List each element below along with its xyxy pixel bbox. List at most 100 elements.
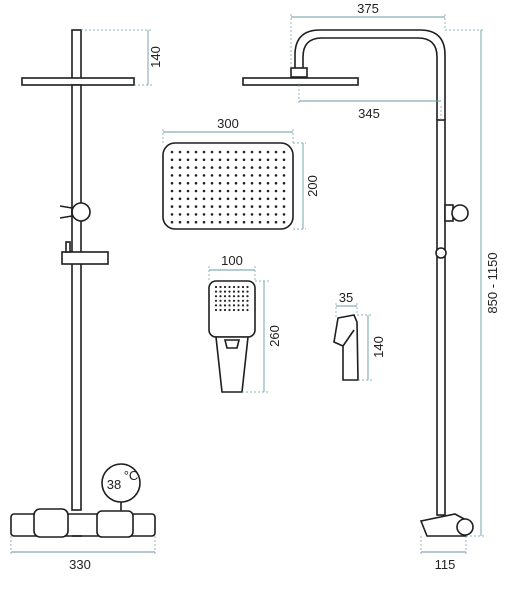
nozzle-dot bbox=[186, 174, 190, 177]
hand-shower-button bbox=[223, 339, 241, 349]
nozzle-dot bbox=[246, 308, 249, 312]
nozzle-dot bbox=[170, 158, 174, 162]
nozzle-dot bbox=[194, 220, 198, 224]
nozzle-dot bbox=[282, 158, 286, 162]
nozzle-dot bbox=[232, 299, 236, 302]
nozzle-dot bbox=[274, 197, 278, 201]
nozzle-dot bbox=[246, 285, 249, 289]
overhead-head-edge bbox=[21, 77, 135, 86]
bracket-edge bbox=[342, 329, 355, 347]
nozzle-dot bbox=[223, 290, 227, 293]
nozzle-dot bbox=[237, 285, 240, 289]
nozzle-dot bbox=[250, 181, 254, 185]
nozzle-dot bbox=[218, 158, 222, 162]
nozzle-dot bbox=[250, 150, 254, 154]
nozzle-dot bbox=[242, 150, 246, 154]
nozzle-dot bbox=[282, 197, 286, 201]
nozzle-dot bbox=[266, 174, 270, 177]
nozzle-dot bbox=[178, 189, 182, 193]
nozzle-dot bbox=[178, 205, 182, 208]
nozzle-dot bbox=[210, 213, 214, 216]
nozzle-dot bbox=[226, 150, 230, 154]
nozzle-dot bbox=[242, 174, 246, 177]
nozzle-dot bbox=[226, 213, 230, 216]
riser-rod bbox=[71, 84, 82, 511]
nozzle-dot bbox=[178, 197, 182, 201]
nozzle-dot bbox=[258, 189, 262, 193]
nozzle-dot bbox=[218, 174, 222, 177]
holder-bracket-view: 35 140 bbox=[333, 290, 386, 381]
nozzle-dot bbox=[170, 174, 174, 177]
head-connector bbox=[290, 67, 308, 78]
hand-shower-view: 100 260 bbox=[208, 253, 282, 393]
nozzle-dot bbox=[214, 308, 218, 312]
nozzle-dot bbox=[170, 150, 174, 154]
nozzle-dot bbox=[237, 308, 240, 312]
nozzle-dot bbox=[219, 299, 222, 302]
nozzle-dot bbox=[194, 189, 198, 193]
nozzle-dot bbox=[241, 308, 245, 312]
nozzle-dot bbox=[282, 205, 286, 208]
dim-label-arm-reach: 375 bbox=[357, 1, 379, 16]
nozzle-dot bbox=[234, 189, 238, 193]
nozzle-dot bbox=[214, 295, 218, 298]
nozzle-dot bbox=[186, 189, 190, 193]
nozzle-dot bbox=[250, 205, 254, 208]
slide-holder-front bbox=[435, 247, 447, 259]
nozzle-dot bbox=[202, 220, 206, 224]
nozzle-dot bbox=[274, 158, 278, 162]
nozzle-dot bbox=[202, 213, 206, 216]
left-side-view: 38 °C 140 330 bbox=[10, 29, 163, 572]
nozzle-dot bbox=[234, 205, 238, 208]
nozzle-dot bbox=[218, 181, 222, 185]
nozzle-dot bbox=[218, 197, 222, 201]
nozzle-dot bbox=[214, 299, 218, 302]
nozzle-dot bbox=[234, 213, 238, 216]
head-plate-top-view: 300 200 bbox=[162, 116, 320, 230]
dim-label-holder-height: 140 bbox=[371, 336, 386, 358]
nozzle-dot bbox=[186, 220, 190, 224]
nozzle-dot bbox=[218, 213, 222, 216]
upper-riser bbox=[71, 29, 82, 81]
nozzle-dot bbox=[202, 158, 206, 162]
nozzle-dot bbox=[170, 205, 174, 208]
nozzle-dot bbox=[223, 304, 227, 307]
overhead-head-plate bbox=[162, 142, 294, 230]
nozzle-dot bbox=[242, 158, 246, 162]
nozzle-dot bbox=[214, 290, 218, 293]
nozzle-dot bbox=[234, 150, 238, 154]
slide-holder bbox=[61, 251, 109, 265]
riser-rod-front bbox=[436, 119, 446, 516]
nozzle-dot bbox=[246, 299, 249, 302]
dim-label-height-range: 850 - 1150 bbox=[485, 252, 500, 313]
nozzle-dot bbox=[266, 197, 270, 201]
right-front-view: 375 345 850 - 1150 115 bbox=[242, 1, 500, 572]
nozzle-dot bbox=[250, 213, 254, 216]
nozzle-dot bbox=[234, 181, 238, 185]
dim-label-hand-width: 100 bbox=[221, 253, 243, 268]
nozzle-dot bbox=[223, 285, 227, 289]
nozzle-dot bbox=[178, 174, 182, 177]
nozzle-dot bbox=[232, 295, 236, 298]
nozzle-dot bbox=[237, 295, 240, 298]
nozzle-dot bbox=[274, 189, 278, 193]
nozzle-dot bbox=[232, 285, 236, 289]
nozzle-dot bbox=[194, 205, 198, 208]
nozzle-dot bbox=[210, 220, 214, 224]
nozzle-dot bbox=[170, 220, 174, 224]
nozzle-dot bbox=[228, 285, 231, 289]
nozzle-dot bbox=[258, 220, 262, 224]
dim-label-head-offset: 345 bbox=[358, 106, 380, 121]
nozzle-dot bbox=[234, 158, 238, 162]
nozzle-dot bbox=[274, 220, 278, 224]
nozzle-dot bbox=[258, 166, 262, 169]
nozzle-dot bbox=[219, 290, 222, 293]
holder-bracket bbox=[333, 314, 359, 381]
nozzle-dot bbox=[282, 174, 286, 177]
nozzle-dot bbox=[186, 197, 190, 201]
nozzle-dot bbox=[237, 290, 240, 293]
nozzle-dot bbox=[250, 197, 254, 201]
nozzle-dot bbox=[228, 308, 231, 312]
nozzle-dot bbox=[186, 158, 190, 162]
